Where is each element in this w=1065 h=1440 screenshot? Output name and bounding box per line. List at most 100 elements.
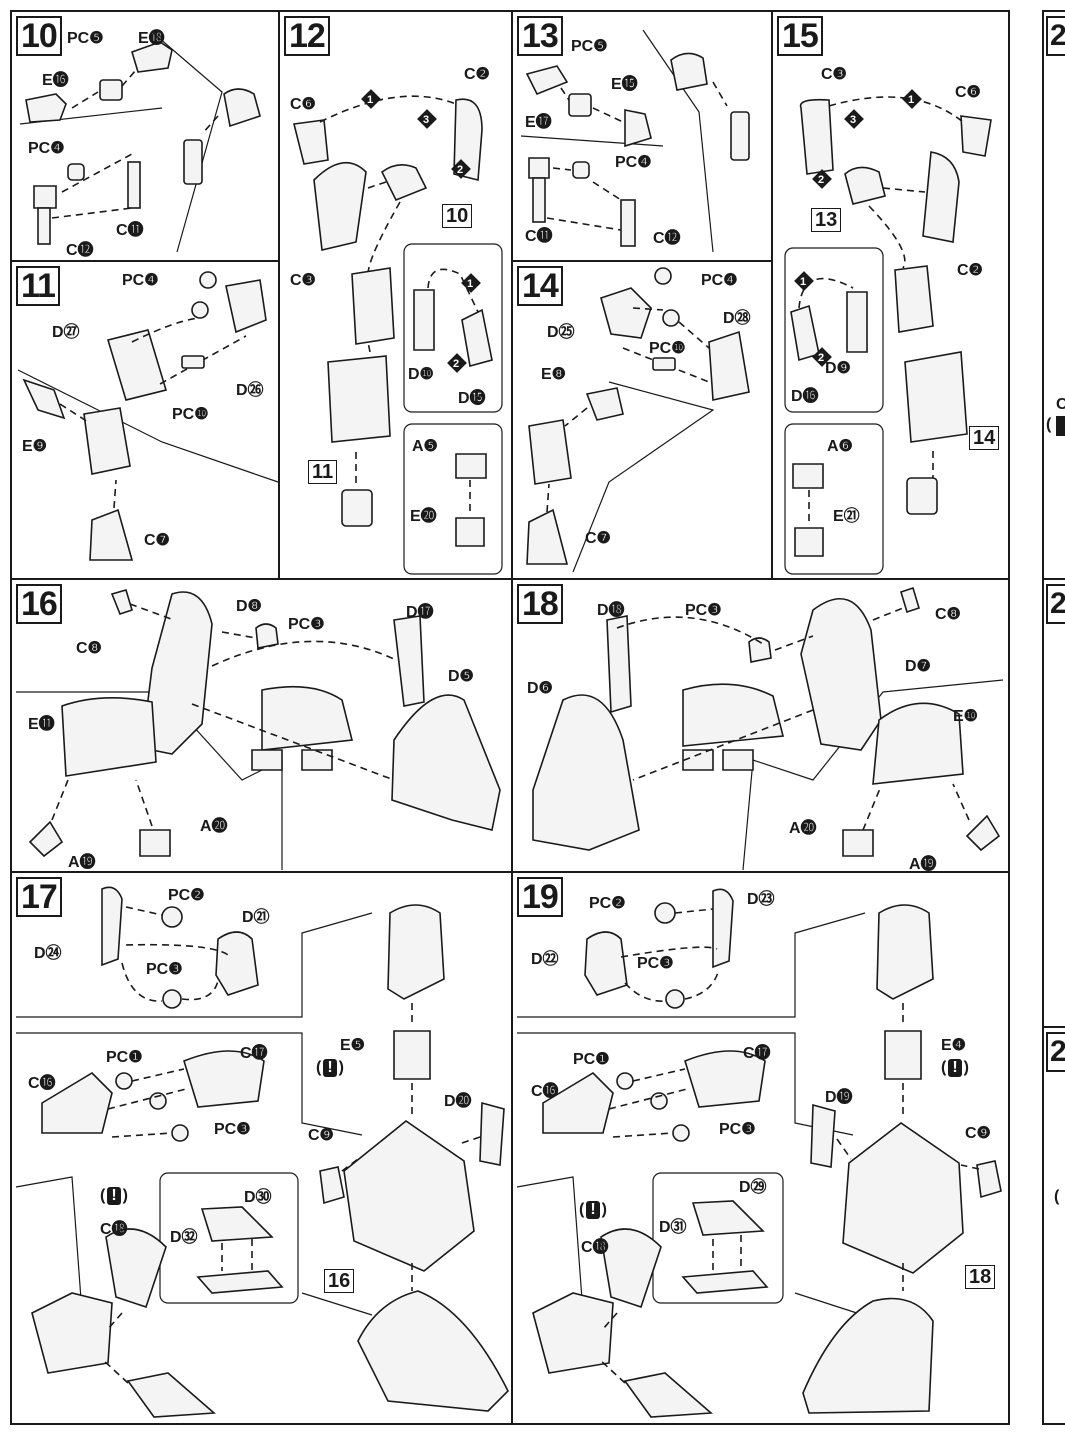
part-label: D❾ <box>825 360 851 377</box>
polycap-part <box>99 79 123 101</box>
paren-mark: ( <box>1046 416 1052 433</box>
e20-part <box>455 517 485 547</box>
part-label: C❽ <box>935 606 961 623</box>
caution-mark: (!) <box>100 1187 128 1205</box>
step-18-panel: 18 D⓲ PC❸ C❽ D❼ D❻ E❿ A⓴ A⓳ <box>511 578 1010 873</box>
svg-text:2: 2 <box>818 174 824 186</box>
core-part <box>682 683 785 747</box>
step-14-illustration <box>526 267 750 573</box>
d17-part <box>393 615 425 707</box>
hip-part <box>31 1292 113 1374</box>
step-number: 13 <box>517 16 563 56</box>
d27-part <box>106 329 168 401</box>
part-label: C⓬ <box>66 242 94 259</box>
step-ref-14: 14 <box>969 426 1000 450</box>
svg-text:1: 1 <box>467 278 473 290</box>
step-number: 18 <box>517 584 563 624</box>
part-label: D㉜ <box>170 1229 198 1246</box>
part-label: C❷ <box>464 66 490 83</box>
step-16-illustration <box>16 589 501 870</box>
step-ref-18: 18 <box>965 1265 996 1289</box>
step-20-panel-cropped: 2 C ( <box>1042 10 1065 580</box>
d19-part <box>810 1103 836 1168</box>
part-label: D㉗ <box>52 324 80 341</box>
part-label: D㉛ <box>659 1219 687 1236</box>
part-label: A⓳ <box>909 856 937 873</box>
a19-part <box>28 820 64 858</box>
part-label: PC❿ <box>172 406 209 423</box>
c8-part <box>110 589 133 615</box>
d29-part <box>691 1200 765 1236</box>
head-part <box>876 904 934 1000</box>
svg-text:1: 1 <box>908 94 914 106</box>
step-18-illustration <box>532 586 1004 871</box>
d5-part <box>391 694 501 831</box>
c16-part <box>542 1071 614 1134</box>
caution-mark: (!) <box>941 1059 969 1077</box>
polycap-part <box>616 1072 634 1090</box>
e10-part <box>872 702 964 785</box>
part-label: C❸ <box>290 272 316 289</box>
step-12-illustration: 1 2 3 1 2 <box>293 89 503 575</box>
part-label: D⓯ <box>458 390 486 407</box>
d31-part <box>681 1270 769 1294</box>
d28-part <box>708 330 750 401</box>
step-ref-11: 11 <box>308 460 338 484</box>
step-16-panel: 16 C❽ D❽ PC❸ D⓱ D❺ E⓫ A⓴ A⓳ <box>10 578 513 873</box>
part-label: PC❹ <box>615 154 652 171</box>
joint-part <box>380 164 428 202</box>
d9-part <box>846 291 868 353</box>
d20-part <box>479 1101 505 1166</box>
svg-text:2: 2 <box>453 358 459 370</box>
head-part <box>387 904 445 1000</box>
d23-part <box>712 888 734 969</box>
c2-part <box>922 151 960 243</box>
step-number: 19 <box>517 877 563 917</box>
step-number: 16 <box>16 584 62 624</box>
c6-part <box>293 119 329 165</box>
part-label: D⓲ <box>597 602 625 619</box>
d18-part <box>606 615 632 714</box>
caution-icon: ! <box>948 1059 962 1077</box>
d24-part <box>101 886 123 967</box>
part-label: C <box>1056 396 1065 413</box>
part-label: A⓳ <box>68 854 96 871</box>
part-label: A❺ <box>412 438 438 455</box>
e5-part <box>393 1030 431 1080</box>
part-label: PC❷ <box>168 887 205 904</box>
d10-part <box>413 289 435 351</box>
step-12-panel: 12 1 2 3 1 2 C❻ C❷ C❸ D❿ D⓯ A❺ E⓴ 10 <box>278 10 513 580</box>
polycap-part <box>171 1124 189 1142</box>
c6-part <box>960 115 992 157</box>
c16-part <box>41 1071 113 1134</box>
step-number: 10 <box>16 16 62 56</box>
polycap-part <box>650 1092 668 1110</box>
d8-part <box>141 591 213 755</box>
part-label: C⓫ <box>525 228 553 245</box>
step-number: 2 <box>1046 16 1065 56</box>
part-label: C❽ <box>76 640 102 657</box>
polycap-part <box>665 989 685 1009</box>
part-label: C❷ <box>957 262 983 279</box>
step-17-illustration <box>15 886 509 1418</box>
polycap-part <box>672 1124 690 1142</box>
hip-part <box>532 1292 614 1374</box>
part-label: D㉚ <box>244 1189 272 1206</box>
part-label: C❻ <box>290 96 316 113</box>
d30-part <box>200 1206 274 1242</box>
polycap-part <box>191 301 209 319</box>
leg-upper-part <box>894 265 934 333</box>
step-10-illustration <box>19 31 261 253</box>
step-21-panel-cropped: 2 <box>1042 578 1065 1028</box>
a5-part <box>455 453 487 479</box>
part-label: PC❸ <box>146 961 183 978</box>
c3-part <box>313 161 367 251</box>
caution-icon: ! <box>586 1201 600 1219</box>
part-label: C⓫ <box>116 222 144 239</box>
lower-leg-part <box>357 1290 509 1412</box>
part-label: D❼ <box>905 658 931 675</box>
leg-lower-part <box>904 351 968 443</box>
step-11-illustration <box>17 271 279 561</box>
part-label: D㉘ <box>723 310 751 327</box>
a20-part <box>842 829 874 857</box>
